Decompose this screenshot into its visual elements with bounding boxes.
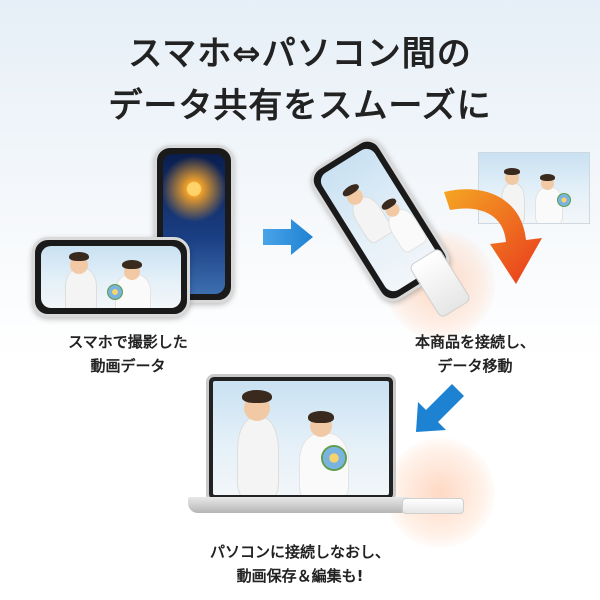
glow-circle-bottom bbox=[385, 438, 495, 548]
caption-pc: パソコンに接続しなおし、 動画保存＆編集も! bbox=[209, 543, 390, 585]
laptop-screen bbox=[206, 374, 396, 502]
usb-drive-laptop bbox=[402, 498, 464, 514]
caption-connect: 本商品を接続し、 データ移動 bbox=[414, 333, 535, 375]
caption-smartphone: スマホで撮影した 動画データ bbox=[68, 333, 188, 375]
headline-line1: スマホ⇔パソコン間の bbox=[128, 34, 472, 74]
down-left-arrow-icon bbox=[416, 384, 464, 432]
laptop-base bbox=[188, 497, 410, 513]
right-arrow-icon bbox=[263, 219, 313, 255]
wedding-photo bbox=[41, 246, 181, 308]
phone-wedding-landscape bbox=[32, 237, 190, 317]
curved-arrow-icon bbox=[444, 189, 542, 284]
headline-line2: データ共有をスムーズに bbox=[108, 86, 492, 126]
